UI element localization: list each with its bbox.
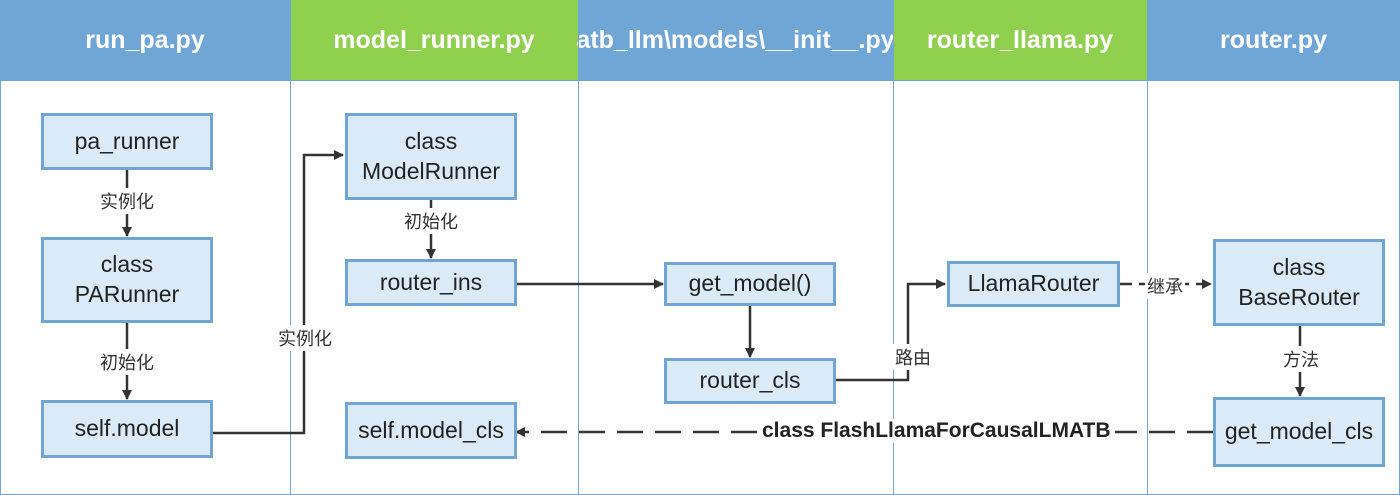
- lane-divider: [1147, 0, 1148, 495]
- lane-header-model-runner: model_runner.py: [290, 0, 578, 80]
- edge-self-model-to-class-modelrunner: [213, 150, 344, 435]
- lane-header-models-init: atb_llm\models\__init__.py: [576, 0, 895, 80]
- edge-router-cls-to-llama-router: [836, 279, 946, 382]
- edge-label-initialize: 初始化: [402, 208, 460, 234]
- node-self-model: self.model: [41, 400, 213, 458]
- node-self-model-cls: self.model_cls: [345, 402, 517, 459]
- node-llama-router: LlamaRouter: [947, 261, 1120, 307]
- lane-divider: [893, 0, 894, 495]
- edge-label-method: 方法: [1281, 346, 1321, 372]
- header-divider: [0, 80, 1400, 81]
- node-get-model-cls: get_model_cls: [1213, 397, 1385, 467]
- node-class-modelrunner: class ModelRunner: [345, 113, 517, 200]
- edge-label-return-class: class FlashLlamaForCausalLMATB: [758, 419, 1115, 443]
- edge-label-route: 路由: [893, 344, 933, 370]
- lane-divider: [290, 0, 291, 495]
- edge-label-instantiate: 实例化: [98, 188, 156, 214]
- edge-label-instantiate: 实例化: [276, 325, 334, 351]
- edge-label-inherit: 继承: [1145, 273, 1185, 299]
- node-class-parunner: class PARunner: [41, 237, 213, 323]
- lane-header-run-pa: run_pa.py: [0, 0, 290, 80]
- edge-label-initialize: 初始化: [98, 349, 156, 375]
- lane-header-router: router.py: [1147, 0, 1400, 80]
- lane-divider: [0, 0, 1, 495]
- node-get-model: get_model(): [664, 262, 836, 306]
- lane-header-router-llama: router_llama.py: [893, 0, 1147, 80]
- lane-divider: [578, 0, 579, 495]
- node-router-ins: router_ins: [345, 259, 517, 306]
- node-class-baserouter: class BaseRouter: [1213, 239, 1385, 326]
- node-router-cls: router_cls: [664, 358, 836, 404]
- node-pa-runner: pa_runner: [41, 113, 213, 170]
